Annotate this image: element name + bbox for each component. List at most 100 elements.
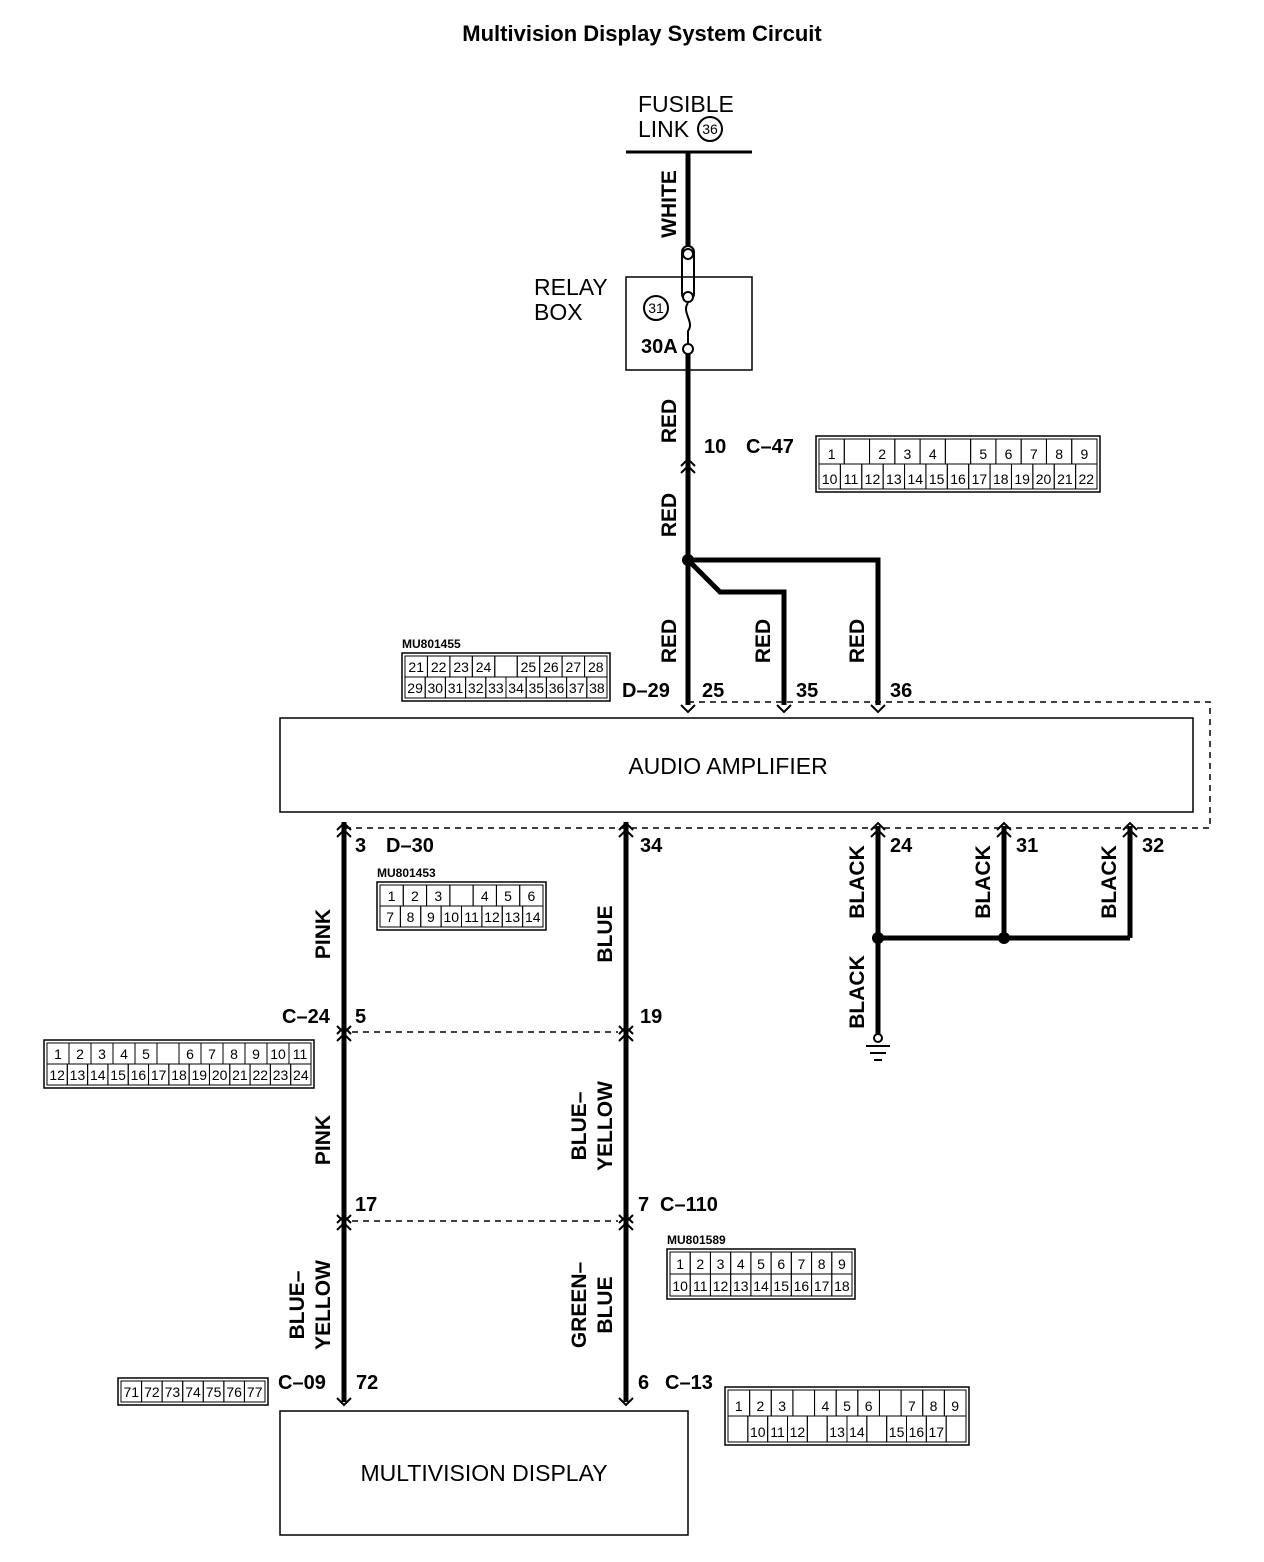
connector-c24-cavity: 3	[98, 1046, 106, 1062]
relay-box-label-1: RELAY	[534, 274, 608, 300]
pin-d30-3: 3	[355, 835, 366, 857]
connector-c09-cavity: 71	[123, 1384, 139, 1400]
wire-red-35	[686, 558, 787, 705]
connector-c24-cavity: 20	[212, 1067, 228, 1083]
splice-black-31	[998, 932, 1010, 944]
relay-box-label-2: BOX	[534, 299, 583, 325]
connector-c47-cavity: 7	[1030, 446, 1038, 462]
wire-label-green-blue-1: GREEN–	[568, 1262, 591, 1349]
connector-d29-cavity: 35	[529, 680, 545, 696]
connector-d30-cavity: 2	[411, 888, 419, 904]
pin-c110-17: 17	[355, 1194, 377, 1216]
connector-d30-cavity: 3	[434, 888, 442, 904]
connector-c24-cavity: 5	[142, 1046, 150, 1062]
connector-c13-cavity: 6	[865, 1398, 873, 1414]
connector-d29-cavity: 34	[508, 680, 524, 696]
connector-c13-cavity: 5	[843, 1398, 851, 1414]
connector-c47-cavity: 8	[1055, 446, 1063, 462]
pin-d30-24: 24	[890, 835, 913, 857]
pin-c24-5: 5	[355, 1006, 366, 1028]
fusible-link-label-2: LINK	[638, 116, 690, 142]
connector-d29-cavity: 33	[488, 680, 504, 696]
connector-d29-cavity: 25	[521, 659, 537, 675]
connector-c24-cavity: 19	[192, 1067, 208, 1083]
connector-c24-cavity: 10	[270, 1046, 286, 1062]
connector-d29-cavity: 23	[453, 659, 469, 675]
connector-c24-cavity: 17	[151, 1067, 167, 1083]
wire-label-blue-yellow-mid-1: BLUE–	[568, 1091, 591, 1160]
pin-c110-7: 7	[638, 1194, 649, 1216]
fuse-number: 31	[648, 300, 664, 316]
connector-c110-cavity: 17	[814, 1278, 830, 1294]
wire-label-blue-yellow-low-2: YELLOW	[312, 1260, 335, 1350]
connector-c47-cavity: 19	[1014, 471, 1030, 487]
connector-d30-cavity: 12	[484, 909, 500, 925]
connector-c110-cavity: 7	[798, 1256, 806, 1272]
connector-d29-cavity: 22	[431, 659, 447, 675]
connector-c47-cavity: 9	[1080, 446, 1088, 462]
connector-c47-cavity: 3	[904, 446, 912, 462]
connector-c47-cavity: 13	[886, 471, 902, 487]
connector-c09-cavity: 73	[165, 1384, 181, 1400]
connector-d30-part-number: MU801453	[377, 866, 436, 880]
connector-c13-cavity: 3	[778, 1398, 786, 1414]
connector-d29-cavity: 26	[543, 659, 559, 675]
connector-c24-cavity: 9	[252, 1046, 260, 1062]
pin-d29-25: 25	[702, 680, 724, 702]
connector-d30-cavity: 10	[444, 909, 460, 925]
connector-d29-cavity: 28	[588, 659, 604, 675]
connector-c09-cavity: 74	[185, 1384, 201, 1400]
wire-label-pink-lower: PINK	[312, 1115, 335, 1165]
connector-c110-label: C–110	[660, 1194, 718, 1216]
wire-label-red-35: RED	[752, 619, 775, 663]
page-title: Multivision Display System Circuit	[462, 21, 822, 46]
connector-d29-pin35	[776, 704, 792, 713]
wire-label-red-36: RED	[846, 619, 869, 663]
connector-c13-cavity: 1	[735, 1398, 743, 1414]
connector-c110-cavity: 12	[713, 1278, 729, 1294]
connector-c13-cavity: 8	[930, 1398, 938, 1414]
splice-black-24	[872, 932, 884, 944]
wire-label-white: WHITE	[658, 170, 681, 238]
connector-d29-cavity: 37	[569, 680, 585, 696]
connector-c09-cavity: 77	[247, 1384, 263, 1400]
connector-c24-cavity: 16	[131, 1067, 147, 1083]
relay-box: RELAY BOX 31 30A	[534, 245, 753, 371]
connector-d30-cavity: 6	[527, 888, 535, 904]
connector-d29-cavity: 21	[408, 659, 424, 675]
connector-d30-cavity: 1	[388, 888, 396, 904]
connector-c13-cavity: 11	[770, 1424, 785, 1440]
connector-c24-cavity: 11	[293, 1046, 308, 1062]
wire-label-blue-yellow-mid-2: YELLOW	[594, 1081, 617, 1171]
connector-c24-cavity: 15	[110, 1067, 126, 1083]
connector-c13-cavity: 15	[889, 1424, 905, 1440]
connector-c110-cavity: 1	[676, 1256, 684, 1272]
connector-d29-part-number: MU801455	[402, 637, 461, 651]
connector-c110-cavity: 13	[733, 1278, 749, 1294]
wire-label-black-24: BLACK	[846, 845, 869, 919]
connector-c13-cavity: 4	[821, 1398, 829, 1414]
connector-d29-pin25	[680, 704, 696, 713]
connector-c09-label: C–09	[278, 1372, 326, 1394]
connector-c47-cavity: 6	[1005, 446, 1013, 462]
fusible-link-label-1: FUSIBLE	[638, 91, 734, 117]
wire-red-36	[688, 557, 881, 705]
connector-d30-cavity: 11	[464, 909, 479, 925]
connector-c110-part-number: MU801589	[667, 1233, 726, 1247]
connector-c47-cavity: 16	[950, 471, 966, 487]
connector-c13-cavity: 12	[790, 1424, 806, 1440]
relay-terminal-top	[682, 248, 694, 260]
connector-c13-cavity: 14	[849, 1424, 865, 1440]
connector-c110-cavity: 18	[834, 1278, 850, 1294]
connector-c24-cavity: 12	[49, 1067, 65, 1083]
fuse-element	[685, 302, 691, 343]
connector-c13-label: C–13	[665, 1372, 713, 1394]
connector-c110-cavity: 9	[838, 1256, 846, 1272]
connector-d30-label: D–30	[386, 835, 434, 857]
